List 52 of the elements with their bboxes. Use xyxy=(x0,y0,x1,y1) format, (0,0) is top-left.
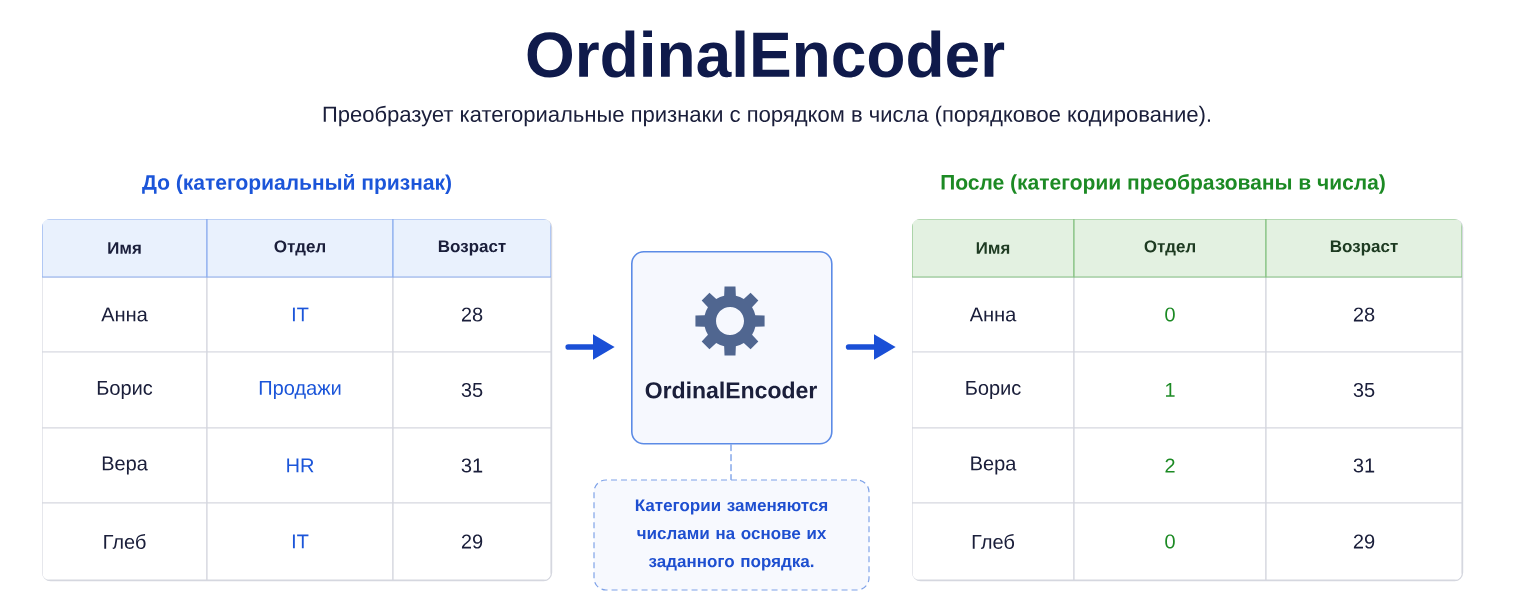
node-label: Анна xyxy=(969,307,1017,322)
table-header-cell: Отдел xyxy=(1073,219,1267,278)
table-cell: 2 xyxy=(1073,427,1267,504)
node-label: Вера xyxy=(102,456,148,475)
note-box: Категории заменяются числами на основе их заданного порядка. xyxy=(593,479,870,591)
table-cell: 31 xyxy=(392,427,551,504)
table-cell: Вера xyxy=(42,427,208,504)
title: OrdinalEncoder xyxy=(527,30,1005,78)
node-label: Продажи xyxy=(259,381,341,399)
table-heading: До (категориальный признак) xyxy=(142,174,451,194)
table-header-cell: Возраст xyxy=(392,219,551,278)
node-label: 31 xyxy=(1353,458,1375,473)
process-box: OrdinalEncoder xyxy=(631,251,833,445)
table-header-cell: Возраст xyxy=(1265,219,1462,278)
node-label: 31 xyxy=(461,458,483,473)
connector-line xyxy=(730,443,732,481)
subtitle: Преобразует категориальные признаки с порядком в числа (порядковое кодирование). xyxy=(323,105,1211,127)
table-cell: 29 xyxy=(1265,502,1462,580)
node-label: IT xyxy=(292,307,309,322)
node-label: 0 xyxy=(1165,534,1175,549)
table-cell: Глеб xyxy=(912,502,1075,580)
node-label: Борис xyxy=(966,381,1021,399)
table-cell: Борис xyxy=(912,351,1075,429)
table-cell: Продажи xyxy=(206,351,394,429)
node-label: Вера xyxy=(971,456,1017,475)
table-cell: 35 xyxy=(1265,351,1462,429)
table-heading: После (категории преобразованы в числа) xyxy=(941,174,1385,194)
table-cell: 35 xyxy=(392,351,551,429)
table-cell: IT xyxy=(206,502,394,580)
node-label: HR xyxy=(287,458,314,473)
node-label: 1 xyxy=(1165,383,1175,397)
node-label: Глеб xyxy=(972,534,1015,549)
table-cell: 28 xyxy=(392,276,551,353)
table-cell: 31 xyxy=(1265,427,1462,504)
node-label: IT xyxy=(292,534,309,549)
table-cell: 1 xyxy=(1073,351,1267,429)
table-cell: Анна xyxy=(912,276,1075,353)
table-cell: Анна xyxy=(42,276,208,353)
table-cell: Глеб xyxy=(42,502,208,580)
table-header-cell: Имя xyxy=(912,219,1075,278)
table-header-cell: Имя xyxy=(42,219,208,278)
table-cell: 0 xyxy=(1073,502,1267,580)
table-cell: Борис xyxy=(42,351,208,429)
table-cell: 29 xyxy=(392,502,551,580)
node-label: 0 xyxy=(1165,307,1175,322)
table-cell: Вера xyxy=(912,427,1075,504)
node-label: 2 xyxy=(1165,458,1175,473)
table-cell: HR xyxy=(206,427,394,504)
table-cell: IT xyxy=(206,276,394,353)
table-cell: 0 xyxy=(1073,276,1267,353)
table-header-cell: Отдел xyxy=(206,219,394,278)
table-cell: 28 xyxy=(1265,276,1462,353)
